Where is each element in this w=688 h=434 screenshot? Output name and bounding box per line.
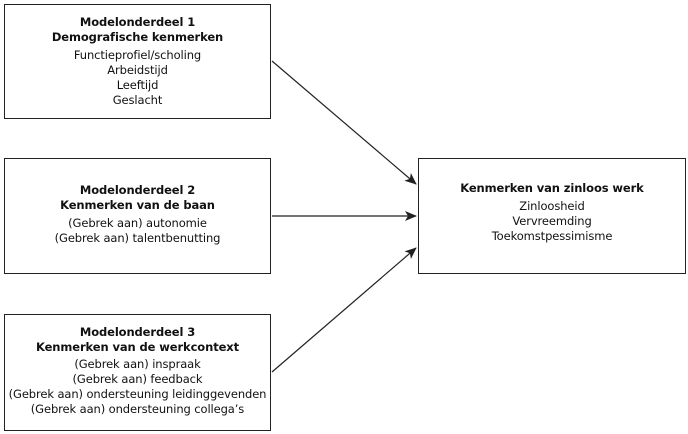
list-item: (Gebrek aan) autonomie xyxy=(68,216,207,230)
outcome-title: Kenmerken van zinloos werk xyxy=(460,181,644,195)
model-part-1-title: Modelonderdeel 1 Demografische kenmerken xyxy=(5,15,270,45)
list-item: (Gebrek aan) ondersteuning leidinggevend… xyxy=(8,387,267,401)
model-part-3-title: Modelonderdeel 3 Kenmerken van de werkco… xyxy=(5,325,270,355)
model-part-2-items: (Gebrek aan) autonomie (Gebrek aan) tale… xyxy=(5,216,270,246)
model-part-3-items: (Gebrek aan) inspraak (Gebrek aan) feedb… xyxy=(5,357,270,417)
arrow-part-3-to-outcome xyxy=(271,247,417,373)
list-item: Zinloosheid xyxy=(519,199,585,213)
list-item: Functieprofiel/scholing xyxy=(73,48,202,62)
model-part-3-box: Modelonderdeel 3 Kenmerken van de werkco… xyxy=(4,314,271,431)
arrow-part-1-to-outcome xyxy=(271,60,417,185)
outcome-box: Kenmerken van zinloos werk Zinloosheid V… xyxy=(418,158,686,274)
list-item: Vervreemding xyxy=(512,214,592,228)
model-part-2-heading: Kenmerken van de baan xyxy=(60,198,215,212)
model-part-1-label: Modelonderdeel 1 xyxy=(79,15,196,29)
outcome-items: Zinloosheid Vervreemding Toekomstpessimi… xyxy=(419,199,685,244)
model-part-3-heading: Kenmerken van de werkcontext xyxy=(35,340,240,354)
model-part-2-box: Modelonderdeel 2 Kenmerken van de baan (… xyxy=(4,158,271,274)
model-part-2-title: Modelonderdeel 2 Kenmerken van de baan xyxy=(5,183,270,213)
list-item: (Gebrek aan) talentbenutting xyxy=(54,231,221,245)
list-item: (Gebrek aan) ondersteuning collega’s xyxy=(30,402,245,416)
model-part-2-label: Modelonderdeel 2 xyxy=(79,183,196,197)
list-item: (Gebrek aan) inspraak xyxy=(74,357,201,371)
model-part-1-items: Functieprofiel/scholing Arbeidstijd Leef… xyxy=(5,48,270,108)
list-item: Geslacht xyxy=(112,93,163,107)
model-part-3-label: Modelonderdeel 3 xyxy=(79,325,196,339)
model-part-1-heading: Demografische kenmerken xyxy=(51,30,224,44)
list-item: Arbeidstijd xyxy=(107,63,168,77)
model-part-1-box: Modelonderdeel 1 Demografische kenmerken… xyxy=(4,4,271,119)
list-item: (Gebrek aan) feedback xyxy=(72,372,203,386)
list-item: Leeftijd xyxy=(116,78,159,92)
list-item: Toekomstpessimisme xyxy=(491,229,613,243)
